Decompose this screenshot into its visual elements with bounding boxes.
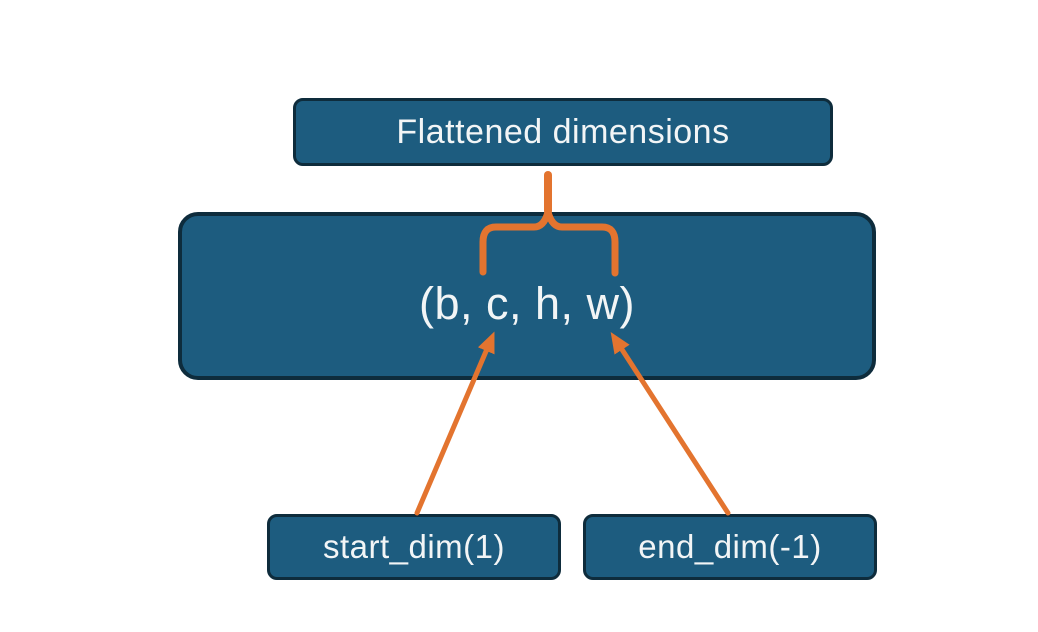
flattened-dimensions-box: Flattened dimensions xyxy=(293,98,833,166)
start-dim-label: start_dim(1) xyxy=(322,528,506,565)
start-dim-box: start_dim(1) xyxy=(267,514,561,580)
tensor-shape-box: (b, c, h, w) xyxy=(178,212,876,380)
end-dim-label: end_dim(-1) xyxy=(638,528,822,565)
end-dim-box: end_dim(-1) xyxy=(583,514,877,580)
flattened-dimensions-label: Flattened dimensions xyxy=(396,112,730,151)
tensor-shape-label: (b, c, h, w) xyxy=(418,278,636,329)
